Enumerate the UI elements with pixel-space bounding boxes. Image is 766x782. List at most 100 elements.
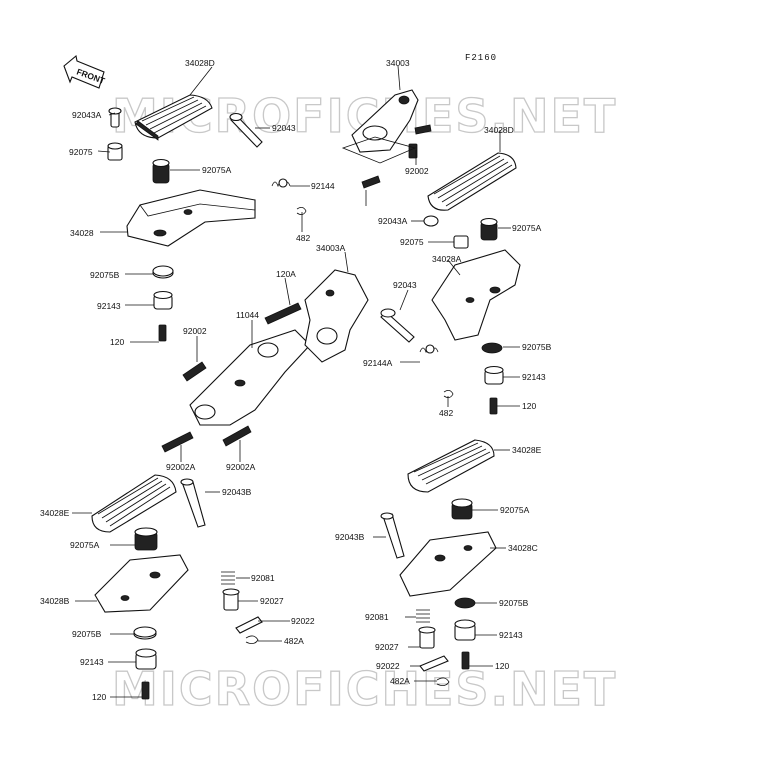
plunger-92027-right — [418, 626, 436, 649]
label-34028e-left: 34028E — [40, 508, 70, 518]
label-92075b-right: 92075B — [522, 342, 552, 352]
nut-92143-bl — [135, 648, 157, 670]
label-34003a: 34003A — [316, 243, 346, 253]
pin-92043-right — [380, 308, 415, 343]
label-482a-right: 482A — [390, 676, 410, 686]
washer-92075b-right — [481, 342, 503, 354]
label-34028e-right: 34028E — [512, 445, 542, 455]
label-92043b-right: 92043B — [335, 532, 365, 542]
footpeg-rubber-34028d-left — [134, 94, 213, 141]
footpeg-bracket-34028a — [431, 249, 521, 341]
label-92144a: 92144A — [363, 358, 393, 368]
pin-92043b-right — [380, 512, 405, 559]
footpeg-rubber-34028e-left — [91, 474, 177, 533]
bolt-92002a-left — [161, 431, 194, 453]
label-34028b: 34028B — [40, 596, 70, 606]
label-92002a-left: 92002A — [166, 462, 196, 472]
label-92143-bl: 92143 — [80, 657, 104, 667]
label-120-br: 120 — [495, 661, 509, 671]
label-92022-left: 92022 — [291, 616, 315, 626]
label-92022-right: 92022 — [376, 661, 400, 671]
label-34028a: 34028A — [432, 254, 462, 264]
figure-code: F2160 — [465, 53, 497, 63]
clip-482a-right — [436, 677, 450, 686]
footpeg-bracket-34028 — [126, 189, 256, 247]
damper-92075a-right — [480, 217, 498, 241]
collar-92075-right — [453, 235, 469, 249]
clip-482a-left — [245, 635, 259, 644]
label-92081-left: 92081 — [251, 573, 275, 583]
spring-92144a — [419, 344, 439, 354]
pin-92043a-right — [423, 215, 439, 227]
label-92075b-left: 92075B — [90, 270, 120, 280]
spring-92081-left — [221, 571, 235, 585]
label-34028d-left: 34028D — [185, 58, 215, 68]
label-92081-right: 92081 — [365, 612, 389, 622]
label-92043a-left: 92043A — [72, 110, 102, 120]
bolt-120-left — [158, 324, 167, 342]
clip-482-right — [443, 390, 454, 398]
label-34028c: 34028C — [508, 543, 538, 553]
label-120a: 120A — [276, 269, 296, 279]
pin-92043-left — [229, 112, 263, 148]
label-92043a-right: 92043A — [378, 216, 408, 226]
damper-92075a-left — [152, 158, 170, 184]
label-34028: 34028 — [70, 228, 94, 238]
washer-92075b-br — [454, 597, 476, 609]
watermark-bottom: MICROFICHES.NET — [112, 662, 617, 716]
collar-92075-left — [107, 142, 123, 161]
label-92075a-br: 92075A — [500, 505, 530, 515]
bolt-120-br — [461, 651, 470, 670]
footpeg-bracket-34028c — [399, 531, 497, 597]
label-92075a-left: 92075A — [202, 165, 232, 175]
label-92075b-br: 92075B — [499, 598, 529, 608]
label-482-right: 482 — [439, 408, 453, 418]
pin-92043b-left — [180, 478, 206, 528]
label-120-right: 120 — [522, 401, 536, 411]
callout-labels: 34028D 92043A 92043 92075 92075A 92144 3… — [40, 58, 552, 702]
label-120-bl: 120 — [92, 692, 106, 702]
label-92075a-right: 92075A — [512, 223, 542, 233]
nut-92143-br — [454, 619, 476, 641]
bracket-34003 — [351, 89, 419, 153]
spring-92144-left — [271, 178, 291, 188]
spring-92081-right — [416, 609, 430, 623]
pin-92043a-left — [108, 107, 122, 128]
washer-92075b-left — [152, 265, 174, 279]
label-92027-left: 92027 — [260, 596, 284, 606]
arm-11044 — [189, 329, 311, 426]
label-92043-right: 92043 — [393, 280, 417, 290]
bolt-120-bl — [141, 681, 150, 700]
label-92027-right: 92027 — [375, 642, 399, 652]
clip-482-left — [296, 207, 307, 215]
bolt-120a — [264, 302, 302, 325]
label-120-left: 120 — [110, 337, 124, 347]
plate-92022-right — [419, 655, 449, 672]
plate-92022-left — [235, 616, 263, 634]
bolt-92002-top-c — [361, 175, 381, 189]
label-92143-left: 92143 — [97, 301, 121, 311]
label-92002-center: 92002 — [183, 326, 207, 336]
nut-92143-left — [153, 290, 173, 310]
bolt-92002a-right — [222, 425, 252, 447]
label-92075a-bl: 92075A — [70, 540, 100, 550]
label-11044: 11044 — [236, 310, 259, 320]
leader-lines — [72, 65, 520, 698]
label-92144: 92144 — [311, 181, 335, 191]
bolt-92002-center — [182, 361, 207, 382]
washer-92075b-bl — [133, 626, 157, 640]
label-34003: 34003 — [386, 58, 410, 68]
footpeg-bracket-34028b — [94, 554, 189, 613]
footpeg-rubber-34028d-right — [427, 152, 517, 211]
label-92075b-bl: 92075B — [72, 629, 102, 639]
label-92075-left: 92075 — [69, 147, 93, 157]
label-92002a-right: 92002A — [226, 462, 256, 472]
bolt-92002-top-a — [414, 124, 432, 135]
label-482a-left: 482A — [284, 636, 304, 646]
label-92075-right: 92075 — [400, 237, 424, 247]
label-92002-top-right: 92002 — [405, 166, 429, 176]
damper-92075a-bl — [134, 527, 158, 551]
plunger-92027-left — [222, 588, 240, 611]
label-92143-right: 92143 — [522, 372, 546, 382]
